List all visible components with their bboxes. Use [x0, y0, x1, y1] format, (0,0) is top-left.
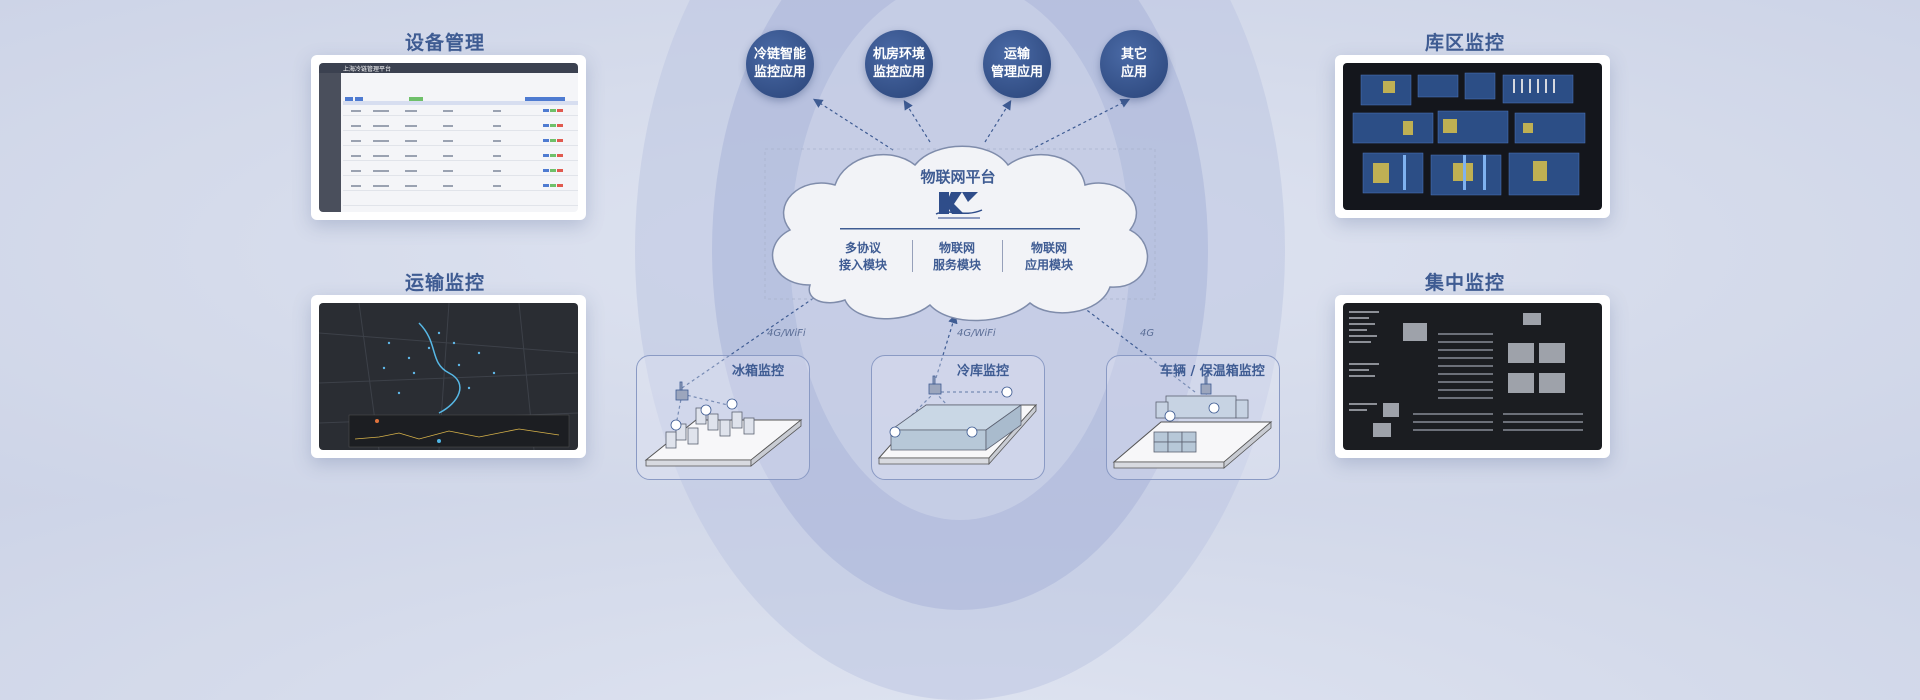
app-server-room-monitor[interactable]: 机房环境监控应用 [865, 30, 933, 98]
warehouse-3d-screenshot [1343, 63, 1602, 210]
app-other[interactable]: 其它应用 [1100, 30, 1168, 98]
network-label-coldroom: 4G/WiFi [957, 328, 996, 339]
app-transport-mgmt[interactable]: 运输管理应用 [983, 30, 1051, 98]
warehouse-card[interactable] [1335, 55, 1610, 218]
network-label-vehicle: 4G [1140, 328, 1155, 339]
river [418, 322, 461, 414]
device-mgmt-card[interactable]: 上海冷链管理平台 [311, 55, 586, 220]
transport-map-screenshot [319, 303, 578, 450]
module-protocol-access: 多协议接入模块 [838, 241, 887, 272]
warehouse-title: 库区监控 [1424, 32, 1505, 54]
fridge-illustration [644, 381, 803, 467]
app-header: 上海冷链管理平台 [319, 63, 578, 73]
central-dashboard [1349, 311, 1583, 437]
platform-logo [935, 192, 983, 219]
central-monitor-screenshot [1343, 303, 1602, 450]
central-title: 集中监控 [1424, 272, 1505, 294]
module-iot-application: 物联网应用模块 [1024, 241, 1073, 272]
app-sidebar [319, 73, 341, 212]
vehicle-illustration [1112, 375, 1273, 469]
fridge-monitor-label: 冰箱监控 [732, 364, 785, 379]
gateway-device [675, 381, 689, 401]
device-table [343, 97, 578, 206]
device-mgmt-title: 设备管理 [404, 32, 485, 54]
warehouse-3d-view [1352, 72, 1586, 196]
transport-card[interactable] [311, 295, 586, 458]
transport-title: 运输监控 [404, 272, 485, 294]
central-card[interactable] [1335, 295, 1610, 458]
module-iot-service: 物联网服务模块 [932, 241, 981, 272]
cold-room-illustration [877, 375, 1038, 466]
platform-title: 物联网平台 [920, 168, 996, 186]
network-label-fridge: 4G/WiFi [767, 328, 806, 339]
timeline-panel [348, 414, 570, 448]
iot-cloud [764, 145, 1156, 322]
app-title: 上海冷链管理平台 [343, 66, 392, 73]
cold-room-monitor-label: 冷库监控 [957, 364, 1010, 379]
device-mgmt-screenshot: 上海冷链管理平台 [319, 63, 578, 212]
app-cold-chain-monitor[interactable]: 冷链智能监控应用 [746, 30, 814, 98]
transport-map [319, 303, 578, 450]
vehicle-box-monitor-label: 车辆 / 保温箱监控 [1160, 364, 1265, 379]
